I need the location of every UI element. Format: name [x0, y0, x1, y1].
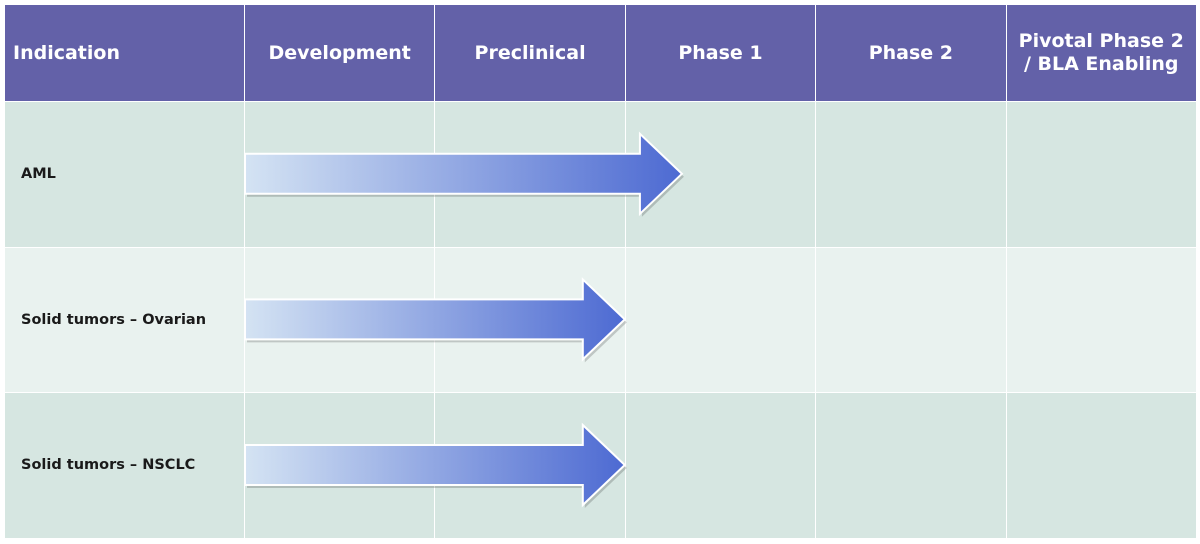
header-indication: Indication	[4, 4, 245, 102]
header-preclinical: Preclinical	[434, 4, 626, 102]
stage-cell	[815, 246, 1007, 394]
stage-cell	[434, 392, 626, 539]
indication-label: Solid tumors – NSCLC	[4, 392, 245, 539]
stage-cell	[1005, 101, 1197, 248]
indication-label: AML	[4, 101, 245, 248]
stage-cell	[243, 392, 436, 539]
header-development: Development	[243, 4, 436, 102]
stage-cell	[624, 392, 817, 539]
stage-cell	[434, 246, 626, 394]
indication-row-aml: AML	[4, 101, 1197, 248]
header-phase-2: Phase 2	[815, 4, 1007, 102]
stage-cell	[243, 246, 436, 394]
indication-row-nsclc: Solid tumors – NSCLC	[4, 392, 1197, 539]
indication-row-ovarian: Solid tumors – Ovarian	[4, 246, 1197, 394]
pipeline-table: Indication Development Preclinical Phase…	[4, 4, 1197, 539]
stage-cell	[1005, 246, 1197, 394]
stage-cell	[434, 101, 626, 248]
stage-cell	[624, 246, 817, 394]
header-row: Indication Development Preclinical Phase…	[4, 4, 1197, 102]
stage-cell	[815, 392, 1007, 539]
stage-cell	[815, 101, 1007, 248]
indication-label: Solid tumors – Ovarian	[4, 246, 245, 394]
stage-cell	[243, 101, 436, 248]
stage-cell	[1005, 392, 1197, 539]
pipeline-chart: Indication Development Preclinical Phase…	[4, 4, 1197, 539]
stage-cell	[624, 101, 817, 248]
header-phase-1: Phase 1	[624, 4, 817, 102]
header-pivotal-phase-2-bla-enabling: Pivotal Phase 2 / BLA Enabling	[1005, 4, 1197, 102]
